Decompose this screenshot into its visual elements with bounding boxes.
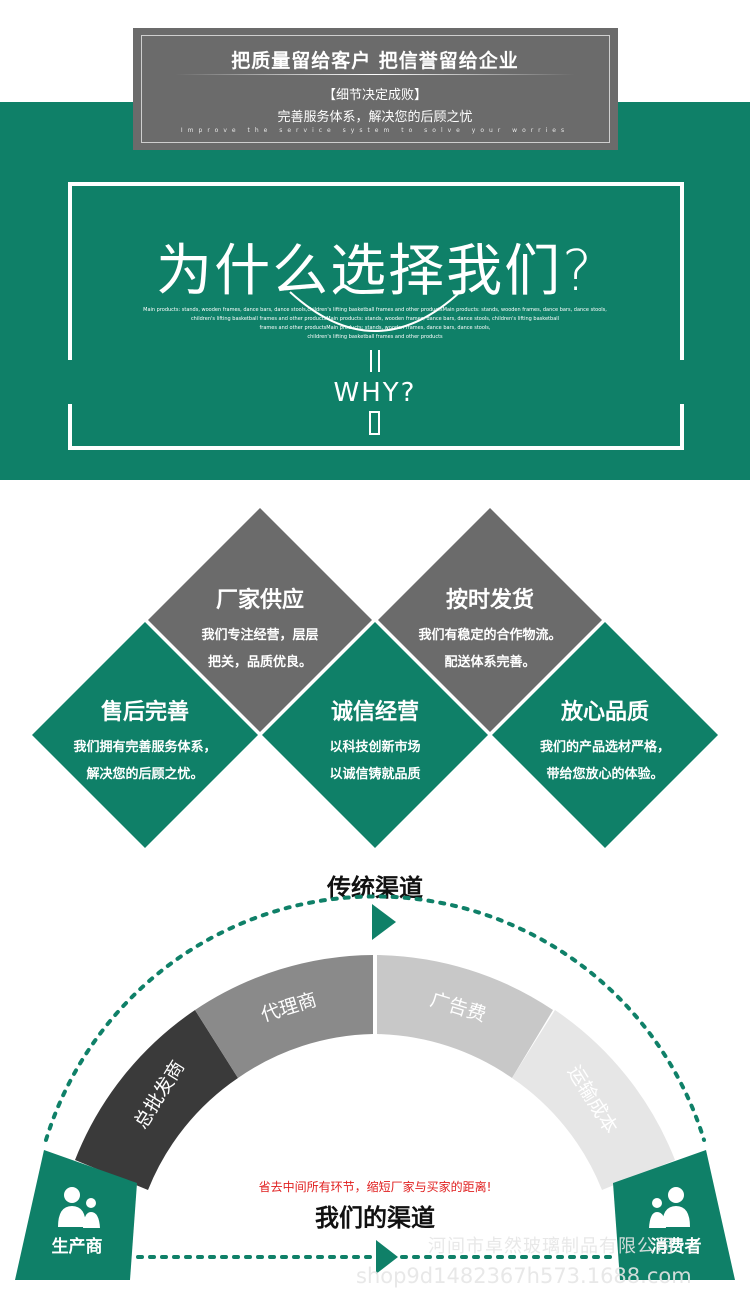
feature-integrity: 诚信经营 以科技创新市场 以诚信铸就品质	[275, 694, 475, 788]
diamond-quality	[492, 622, 718, 848]
why-frame	[68, 182, 684, 450]
feature-line: 以科技创新市场	[329, 740, 421, 755]
feature-line: 配送体系完善。	[444, 655, 536, 670]
channel-note: 省去中间所有环节，缩短厂家与买家的距离!	[258, 1180, 492, 1194]
feature-line: 我们专注经营，层层	[201, 628, 319, 643]
feature-diamonds	[32, 508, 718, 848]
diamond-on-time-delivery	[378, 508, 602, 732]
feature-line: 把关，品质优良。	[207, 655, 312, 670]
channel-diagram: 总批发商 代理商 广告费 运输成本	[15, 894, 735, 1280]
feature-quality: 放心品质 我们的产品选材严格， 带给您放心的体验。	[505, 694, 705, 788]
feature-body: 我们拥有完善服务体系， 解决您的后顾之忧。	[45, 734, 245, 788]
feature-line: 带给您放心的体验。	[546, 767, 664, 782]
traditional-route-arc	[44, 894, 706, 1142]
feature-body: 我们的产品选材严格， 带给您放心的体验。	[505, 734, 705, 788]
route-arrow-icon	[376, 1240, 398, 1274]
feature-after-sales: 售后完善 我们拥有完善服务体系， 解决您的后顾之忧。	[45, 694, 245, 788]
header-slogan: 把质量留给客户 把信誉留给企业	[231, 50, 519, 72]
why-small-line: frames and other productsMain products: …	[259, 325, 491, 331]
consumer-people-icon	[649, 1187, 690, 1228]
feature-line: 以诚信铸就品质	[329, 767, 421, 782]
why-small-line: children's lifting basketball frames and…	[307, 334, 443, 340]
why-small-text: Main products: stands, wooden frames, da…	[115, 306, 635, 342]
watermark-url: shop9d1482367h573.1688.com	[356, 1264, 692, 1288]
feature-title: 诚信经营	[330, 700, 419, 725]
feature-title: 售后完善	[100, 700, 189, 725]
producer-label: 生产商	[51, 1237, 103, 1257]
feature-body: 我们专注经营，层层 把关，品质优良。	[160, 622, 360, 676]
green-background-band	[0, 102, 750, 480]
feature-line: 解决您的后顾之忧。	[86, 767, 204, 782]
segment-shipping	[512, 1010, 675, 1190]
feature-line: 我们有稳定的合作物流。	[418, 628, 562, 643]
diamond-after-sales	[32, 622, 258, 848]
feature-title: 厂家供应	[215, 588, 304, 613]
diamond-factory-supply	[148, 508, 372, 732]
arc-arrow-icon	[372, 904, 396, 940]
slogan-divider	[175, 74, 575, 75]
header-subtitle: 完善服务体系，解决您的后顾之忧	[277, 110, 473, 125]
feature-factory-supply: 厂家供应 我们专注经营，层层 把关，品质优良。	[160, 582, 360, 676]
segment-wholesaler	[75, 1010, 238, 1190]
segment-agent	[195, 955, 373, 1078]
our-channel-title: 我们的渠道	[315, 1204, 435, 1232]
header-tagline: 【细节决定成败】	[322, 88, 427, 103]
why-small-line: children's lifting basketball frames and…	[190, 316, 560, 322]
why-label: WHY?	[333, 378, 417, 408]
feature-body: 我们有稳定的合作物流。 配送体系完善。	[390, 622, 590, 676]
feature-on-time-delivery: 按时发货 我们有稳定的合作物流。 配送体系完善。	[390, 582, 590, 676]
feature-body: 以科技创新市场 以诚信铸就品质	[275, 734, 475, 788]
producer-people-icon	[58, 1187, 100, 1228]
feature-line: 我们的产品选材严格，	[539, 740, 670, 755]
why-title: 为什么选择我们?	[156, 239, 594, 304]
consumer-label: 消费者	[650, 1237, 702, 1257]
why-small-line: Main products: stands, wooden frames, da…	[143, 307, 607, 313]
feature-title: 放心品质	[560, 700, 649, 725]
diamond-integrity	[262, 622, 488, 848]
header-card	[133, 28, 618, 150]
segment-advertising	[377, 955, 553, 1078]
watermark-company: 河间市卓然玻璃制品有限公司	[428, 1236, 675, 1257]
feature-line: 我们拥有完善服务体系，	[73, 740, 217, 755]
header-subtitle-en: Improve the service system to solve your…	[180, 127, 570, 134]
header-card-border	[141, 35, 610, 143]
feature-title: 按时发货	[445, 588, 534, 613]
